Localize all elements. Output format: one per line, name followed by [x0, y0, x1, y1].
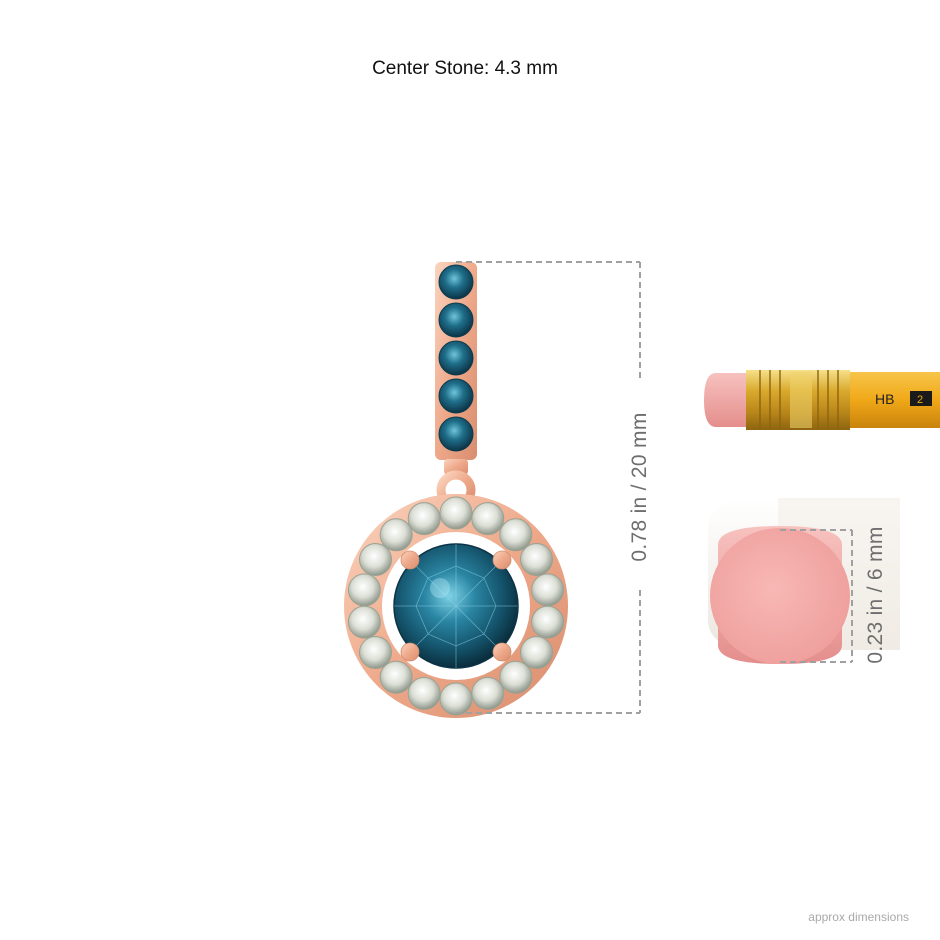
white-diamond-icon	[439, 682, 473, 716]
blue-diamond-icon	[438, 416, 474, 452]
white-diamond-icon	[471, 676, 505, 710]
eraser-dimension-line	[780, 529, 853, 663]
prong-icon	[400, 642, 420, 662]
pencil-grade-number: 2	[917, 394, 923, 406]
prong-icon	[492, 642, 512, 662]
white-diamond-icon	[359, 543, 392, 576]
pencil-eraser	[704, 373, 748, 427]
bail-stones	[438, 264, 474, 452]
white-diamond-icon	[499, 660, 533, 694]
blue-diamond-icon	[438, 378, 474, 414]
white-diamond-icon	[471, 502, 505, 536]
white-diamond-icon	[407, 502, 441, 536]
white-diamond-icon	[531, 573, 565, 607]
pendant-dimension-line	[456, 261, 641, 714]
white-diamond-icon	[439, 496, 473, 530]
white-diamond-icon	[379, 660, 413, 694]
white-diamond-icon	[359, 636, 392, 669]
pencil-grade-letters: HB	[875, 391, 894, 407]
white-diamond-icon	[520, 543, 553, 576]
white-diamond-icon	[531, 605, 565, 639]
prong-icon	[492, 550, 512, 570]
pendant	[344, 262, 568, 718]
halo-stones	[347, 496, 565, 716]
white-diamond-icon	[407, 676, 441, 710]
white-diamond-icon	[347, 573, 381, 607]
approx-dimensions-note: approx dimensions	[808, 910, 909, 924]
white-diamond-icon	[520, 636, 553, 669]
white-diamond-icon	[499, 518, 533, 552]
blue-diamond-icon	[438, 340, 474, 376]
eraser-face	[710, 528, 850, 664]
prongs	[400, 550, 512, 662]
center-stone-label: Center Stone: 4.3 mm	[372, 58, 558, 79]
eraser-diameter-label: 0.23 in / 6 mm	[864, 526, 887, 664]
white-diamond-icon	[347, 605, 381, 639]
prong-icon	[400, 550, 420, 570]
pendant-height-label: 0.78 in / 20 mm	[628, 412, 651, 562]
facet-lines	[394, 544, 518, 668]
pencil: HB 2	[704, 370, 940, 430]
white-diamond-icon	[379, 518, 413, 552]
blue-diamond-icon	[438, 302, 474, 338]
connector	[444, 459, 468, 475]
blue-diamond-icon	[438, 264, 474, 300]
